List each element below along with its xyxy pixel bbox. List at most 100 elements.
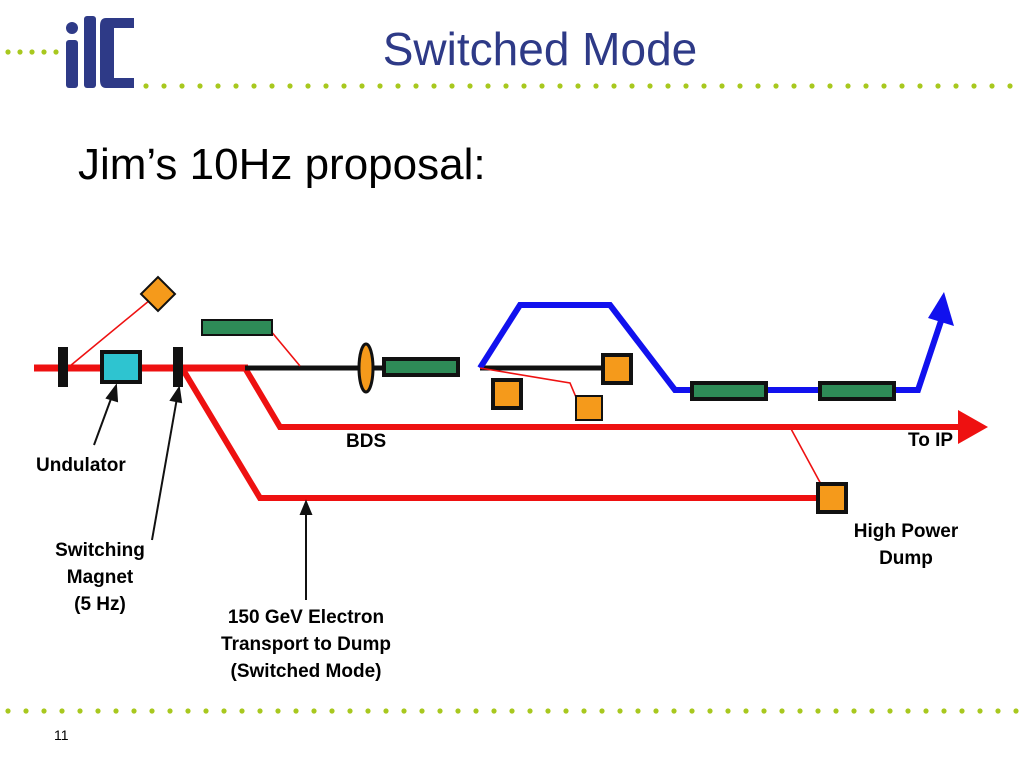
rule-dot (149, 708, 155, 714)
switching-magnet-line-3: (5 Hz) (74, 594, 126, 615)
blue-arrowhead (928, 292, 954, 326)
rule-dot (797, 708, 803, 714)
dump-transport-line (179, 366, 822, 501)
rule-dot (41, 708, 47, 714)
to-ip-label: To IP (908, 430, 954, 451)
rule-dot (305, 83, 311, 89)
rule-dot (347, 708, 353, 714)
rule-dot (635, 708, 641, 714)
rule-dot (275, 708, 281, 714)
rule-dot (725, 708, 731, 714)
rule-dot (95, 708, 101, 714)
rule-dot (545, 708, 551, 714)
page-number: 11 (54, 727, 69, 743)
rule-dot (5, 708, 11, 714)
rule-dot (815, 708, 821, 714)
rule-dot (233, 83, 239, 89)
rule-dot (215, 83, 221, 89)
rule-dot (719, 83, 725, 89)
rule-dot (509, 708, 515, 714)
rule-dot (755, 83, 761, 89)
rule-dot (437, 708, 443, 714)
rule-dot (179, 83, 185, 89)
rule-dot (737, 83, 743, 89)
switching-magnet-line-2: Magnet (66, 567, 134, 588)
rule-dot (563, 708, 569, 714)
transport-line-2: Transport to Dump (221, 634, 391, 655)
pointer-arrows (93, 383, 313, 600)
rule-dot (467, 83, 473, 89)
rule-dot (239, 708, 245, 714)
ilc-logo (66, 16, 134, 88)
rule-dot (203, 708, 209, 714)
rule-dot (941, 708, 947, 714)
rule-dot (743, 708, 749, 714)
rule-dot (131, 708, 137, 714)
high-power-dump-line-1: High Power (853, 521, 959, 542)
rule-dot (395, 83, 401, 89)
rule-dot (575, 83, 581, 89)
switching-magnet-line-1: Switching (55, 540, 145, 561)
rule-dot (41, 49, 47, 55)
rule-dot (653, 708, 659, 714)
rule-dot (539, 83, 545, 89)
rule-dot (989, 83, 995, 89)
rule-dot (197, 83, 203, 89)
switching-magnet-bar (173, 347, 183, 387)
transport-line-3: (Switched Mode) (230, 661, 382, 682)
rule-dot (431, 83, 437, 89)
bds-beamline (242, 366, 962, 430)
rule-dot (557, 83, 563, 89)
rule-dot (899, 83, 905, 89)
high-power-dump-line-2: Dump (879, 548, 933, 569)
rule-dot (869, 708, 875, 714)
rule-dot (143, 83, 149, 89)
rule-dot (23, 708, 29, 714)
rule-dot (401, 708, 407, 714)
rule-dot (167, 708, 173, 714)
rule-dot (851, 708, 857, 714)
rule-dot (521, 83, 527, 89)
rule-dot (185, 708, 191, 714)
rule-dot (779, 708, 785, 714)
rule-dot (905, 708, 911, 714)
rule-dot (377, 83, 383, 89)
high-power-dump-box (816, 482, 848, 514)
rule-dot (251, 83, 257, 89)
rule-dot (503, 83, 509, 89)
transport-label: 150 GeV Electron Transport to Dump (Swit… (196, 604, 416, 685)
transport-line-1: 150 GeV Electron (227, 607, 385, 628)
undulator-box (100, 350, 142, 384)
rule-dot (1007, 83, 1013, 89)
dump-box-2 (575, 395, 603, 421)
target-diamond (139, 275, 177, 313)
rule-dot (773, 83, 779, 89)
rule-dot (959, 708, 965, 714)
bds-label: BDS (346, 431, 387, 452)
rule-dot (845, 83, 851, 89)
footer-dot-rule (5, 708, 1019, 714)
rule-dot (863, 83, 869, 89)
rule-dot (473, 708, 479, 714)
slide-subtitle: Jim’s 10Hz proposal: (78, 140, 486, 189)
rule-dot (527, 708, 533, 714)
rule-dot (449, 83, 455, 89)
dump-box-1 (491, 378, 523, 410)
rule-dot (665, 83, 671, 89)
rule-dot (113, 708, 119, 714)
rule-dot (293, 708, 299, 714)
rule-dot (611, 83, 617, 89)
rule-dot (971, 83, 977, 89)
rule-dot (977, 708, 983, 714)
rule-dot (683, 83, 689, 89)
green-magnet-upper (201, 319, 273, 336)
rule-dot (383, 708, 389, 714)
rule-dot (629, 83, 635, 89)
rule-dot (269, 83, 275, 89)
rule-dot (311, 708, 317, 714)
rule-dot (365, 708, 371, 714)
rule-dot (707, 708, 713, 714)
to-ip-arrowhead (958, 410, 988, 444)
rule-dot (599, 708, 605, 714)
